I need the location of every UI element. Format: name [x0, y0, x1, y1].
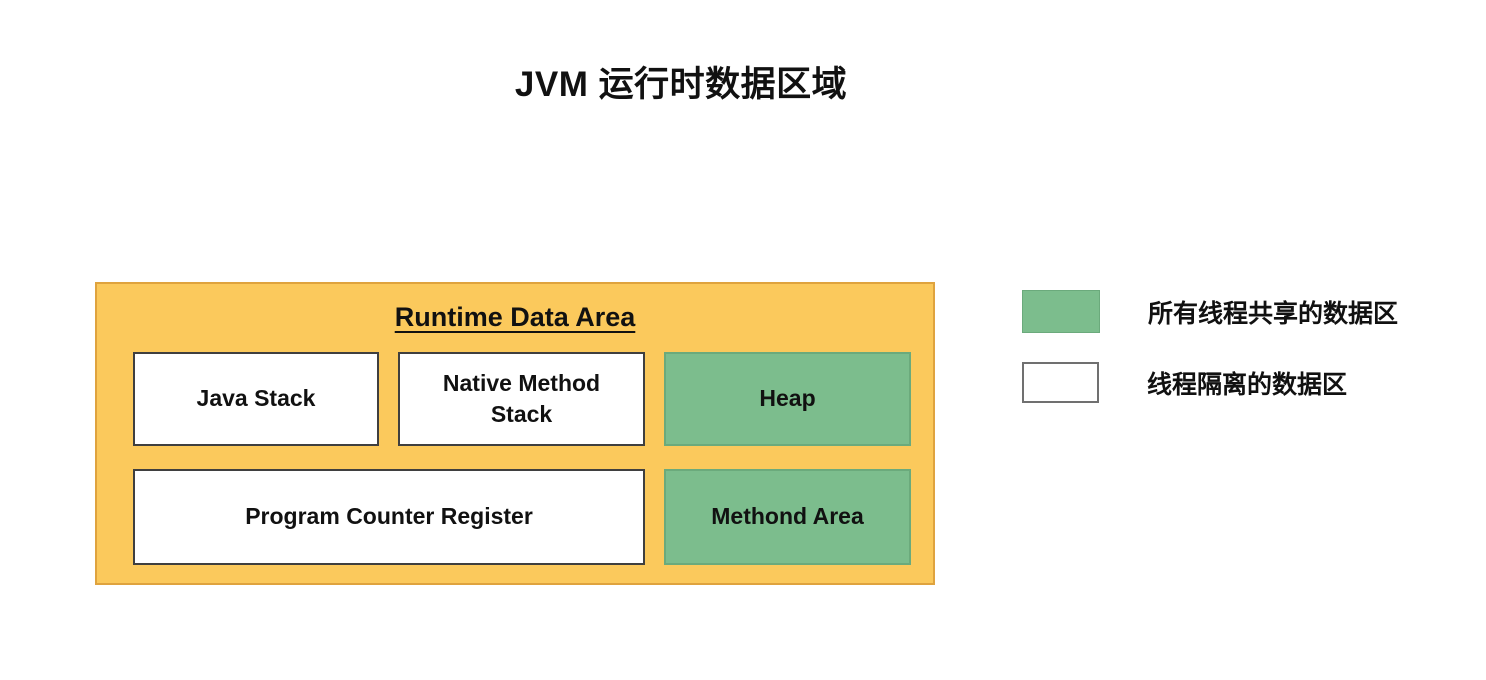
runtime-data-area-container: Runtime Data Area Java Stack Native Meth… — [95, 282, 935, 585]
legend-label-shared: 所有线程共享的数据区 — [1148, 299, 1399, 328]
program-counter-register-label: Program Counter Register — [245, 503, 533, 530]
legend-label-isolated: 线程隔离的数据区 — [1147, 370, 1348, 399]
native-method-stack-box: Native Method Stack — [398, 352, 645, 446]
java-stack-box: Java Stack — [133, 352, 379, 446]
heap-label: Heap — [759, 385, 816, 412]
java-stack-label: Java Stack — [196, 385, 316, 412]
runtime-data-area-label: Runtime Data Area — [394, 302, 636, 332]
method-area-box: Methond Area — [664, 469, 911, 565]
heap-box: Heap — [664, 352, 911, 446]
page-title: JVM 运行时数据区域 — [514, 65, 848, 104]
method-area-label: Methond Area — [711, 503, 864, 530]
native-method-stack-label: Native Method Stack — [442, 369, 601, 427]
legend-swatch-shared — [1022, 290, 1100, 333]
legend-item-isolated: 线程隔离的数据区 — [1022, 362, 1347, 403]
program-counter-register-box: Program Counter Register — [133, 469, 645, 565]
legend-item-shared: 所有线程共享的数据区 — [1022, 290, 1398, 333]
legend-swatch-isolated — [1022, 362, 1099, 403]
